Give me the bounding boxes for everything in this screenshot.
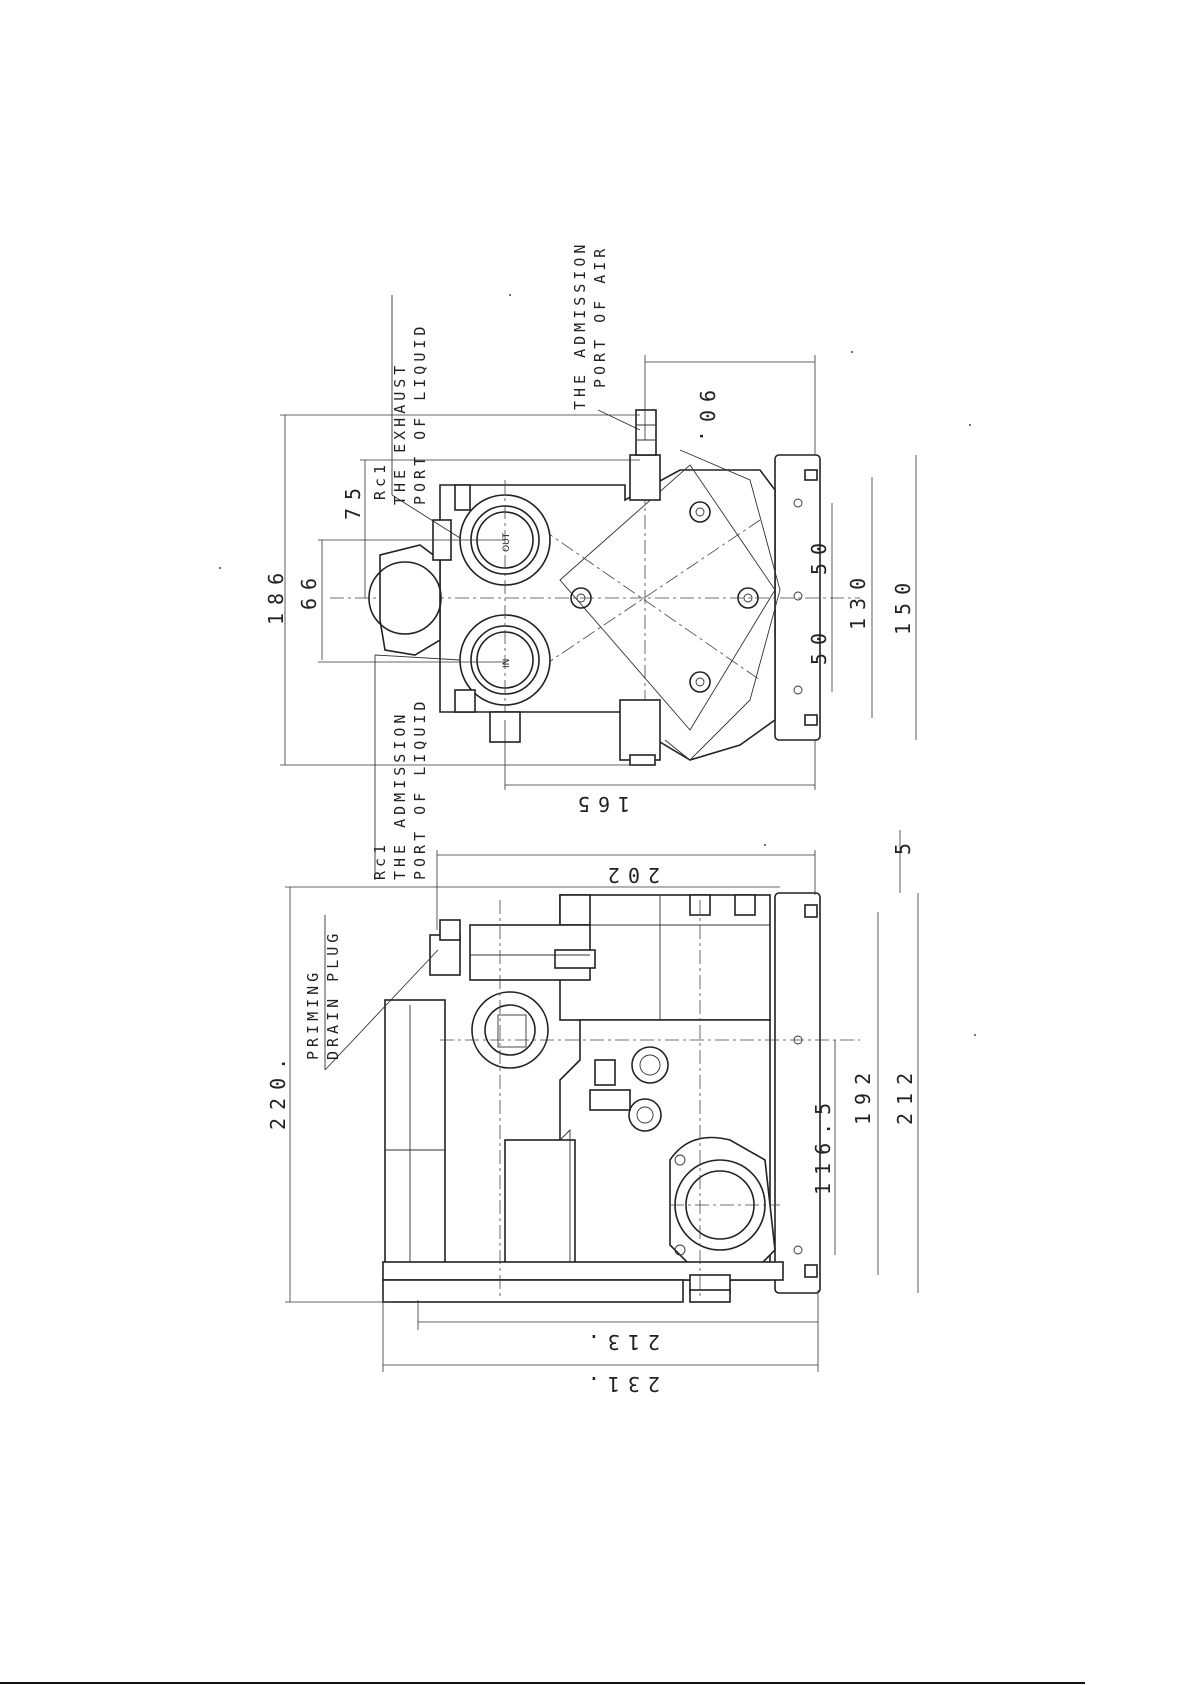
dim-116-5: 116.5 xyxy=(811,1095,835,1195)
dim-50-a: 50 xyxy=(807,535,831,575)
label-admission-liquid-1: THE ADMISSION xyxy=(391,711,409,880)
end-view: OUT IN xyxy=(264,241,916,880)
dim-231: 231. xyxy=(580,1372,660,1396)
dim-213: 213. xyxy=(580,1330,660,1354)
dim-75: 75 xyxy=(341,480,365,520)
dim-50-b: 50 xyxy=(807,625,831,665)
dim-202: 202 xyxy=(600,863,660,887)
dim-192: 192 xyxy=(851,1065,875,1125)
out-port-label: OUT xyxy=(502,532,512,552)
label-rc1-bottom: Rc1 xyxy=(371,841,389,880)
dim-130: 130 xyxy=(846,570,870,630)
dim-150: 150 xyxy=(891,575,915,635)
air-fitting xyxy=(630,455,660,500)
label-admission-liquid-2: PORT OF LIQUID xyxy=(411,698,429,880)
label-admission-air-1: THE ADMISSION xyxy=(571,241,589,410)
dim-220: 220. xyxy=(266,1050,290,1130)
dim-186: 186 xyxy=(264,565,288,625)
dim-212: 212 xyxy=(893,1065,917,1125)
label-rc1-top: Rc1 xyxy=(371,461,389,500)
side-view: 5 202 220. 116.5 192 212 213. 231. PRIMI… xyxy=(266,830,918,1396)
in-port-label: IN xyxy=(502,659,512,668)
base-plate-end xyxy=(775,455,820,740)
label-admission-air-2: PORT OF AIR xyxy=(591,245,609,388)
dim-90: 90. xyxy=(695,390,719,450)
column xyxy=(385,1000,445,1270)
label-exhaust-2: PORT OF LIQUID xyxy=(411,323,429,505)
label-exhaust-1: THE EXHAUST xyxy=(391,362,409,505)
dim-165: 165 xyxy=(570,792,630,816)
base-plate-side xyxy=(775,893,820,1293)
label-priming: PRIMING xyxy=(304,969,322,1060)
dim-66: 66 xyxy=(297,570,321,610)
label-drain-plug: DRAIN PLUG xyxy=(324,930,342,1060)
dim-5: 5 xyxy=(891,835,915,855)
